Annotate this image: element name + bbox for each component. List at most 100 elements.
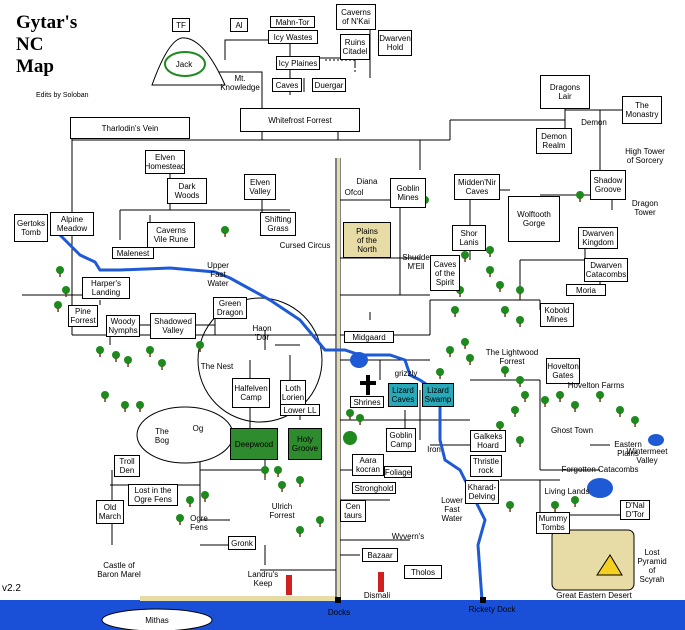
location-centaurs[interactable]: Cen taurs — [340, 500, 366, 522]
location-dragons-lair[interactable]: Dragons Lair — [540, 75, 590, 109]
location-tharlodins-vein[interactable]: Tharlodin's Vein — [70, 117, 190, 139]
location-dismali[interactable]: Dismali — [363, 590, 391, 600]
location-diana[interactable]: Diana — [356, 176, 378, 186]
location-bazaar[interactable]: Bazaar — [362, 548, 398, 562]
location-ogre-fens[interactable]: Ogre Fens — [190, 514, 208, 532]
location-dwarven-kingdom[interactable]: Dwarven Kingdom — [578, 227, 618, 249]
location-moria[interactable]: Moria — [566, 284, 606, 296]
location-living-lands[interactable]: Living Lands — [544, 486, 590, 496]
location-high-tower[interactable]: High Tower of Sorcery — [625, 147, 665, 165]
location-dnal-dtor[interactable]: D'Nal D'Tor — [620, 500, 650, 520]
location-shadow-groove[interactable]: Shadow Groove — [590, 170, 626, 200]
location-icy-plaines[interactable]: Icy Plaines — [276, 56, 320, 70]
dock-marker[interactable] — [335, 597, 341, 603]
location-shifting-grass[interactable]: Shifting Grass — [260, 212, 296, 236]
location-eastern-plains[interactable]: Eastern Plains — [614, 440, 642, 458]
location-shor-lanis[interactable]: Shor Lanis — [452, 225, 486, 251]
location-troll-den[interactable]: Troll Den — [114, 455, 140, 477]
location-caves[interactable]: Caves — [272, 78, 302, 92]
location-grizzly[interactable]: grizzly — [394, 368, 418, 378]
mithas-island[interactable] — [101, 608, 213, 630]
location-lizard-swamp[interactable]: Lizard Swamp — [422, 383, 454, 407]
location-cursed-circus[interactable]: Cursed Circus — [279, 240, 331, 250]
location-woody-nymphs[interactable]: Woody Nymphs — [106, 315, 140, 337]
location-shrines[interactable]: Shrines — [350, 396, 384, 408]
location-elven-valley[interactable]: Elven Valley — [244, 174, 276, 200]
location-shadowed-valley[interactable]: Shadowed Valley — [150, 313, 196, 339]
location-deepwood[interactable]: Deepwood — [230, 428, 278, 460]
location-great-eastern-desert[interactable]: Great Eastern Desert — [556, 590, 632, 600]
location-alpine-meadow[interactable]: Alpine Meadow — [50, 212, 94, 236]
location-tholos[interactable]: Tholos — [404, 565, 442, 579]
location-landrus-keep[interactable]: Landru's Keep — [247, 570, 279, 588]
location-the-nest[interactable]: The Nest — [200, 361, 234, 371]
location-plains-north[interactable]: Plains of the North — [343, 222, 391, 258]
location-demon-realm[interactable]: Demon Realm — [536, 128, 572, 154]
location-midgaard[interactable]: Midgaard — [344, 331, 394, 343]
location-tf[interactable]: TF — [172, 18, 190, 32]
location-lightwood[interactable]: The Lightwood Forrest — [485, 348, 539, 366]
location-docks[interactable]: Docks — [327, 607, 351, 617]
location-lost-ogre-fens[interactable]: Lost in the Ogre Fens — [128, 484, 178, 506]
location-malenest[interactable]: Malenest — [112, 247, 154, 259]
location-stronghold[interactable]: Stronghold — [352, 482, 396, 494]
location-upper-fast-water[interactable]: Upper Fast Water — [207, 260, 229, 288]
location-jack[interactable]: Jack — [175, 59, 193, 69]
location-caverns-vile-rune[interactable]: Caverns Vile Rune — [147, 222, 195, 248]
location-lower-fast-water[interactable]: Lower Fast Water — [441, 495, 463, 523]
location-elven-homestead[interactable]: Elven Homestead — [145, 150, 185, 174]
location-mahn-tor[interactable]: Mahn-Tor — [270, 16, 315, 28]
location-aara-kocran[interactable]: Aara kocran — [352, 454, 384, 476]
location-duergar[interactable]: Duergar — [312, 78, 346, 92]
location-lizard-caves[interactable]: Lizard Caves — [388, 383, 418, 407]
location-mummy-tombs[interactable]: Mummy Tombs — [536, 512, 570, 534]
location-ruins-citadel[interactable]: Ruins Citadel — [340, 34, 370, 60]
location-midennir-caves[interactable]: Midden'Nir Caves — [454, 174, 500, 200]
location-foliage[interactable]: Foliage — [384, 466, 412, 478]
dock-marker[interactable] — [480, 597, 486, 603]
location-hovelton-farms[interactable]: Hovelton Farms — [567, 380, 625, 390]
location-gertoks-tomb[interactable]: Gertoks Tomb — [14, 214, 48, 242]
location-the-bog[interactable]: The Bog — [154, 427, 170, 445]
great-eastern-desert-area[interactable] — [551, 529, 635, 591]
location-loth-lorien[interactable]: Loth Lorien — [280, 380, 306, 406]
location-lost-pyramid[interactable]: Lost Pyramid of Scyrah — [637, 548, 667, 584]
location-green-dragon[interactable]: Green Dragon — [213, 297, 247, 319]
location-the-monastry[interactable]: The Monastry — [622, 96, 662, 124]
location-whitefrost[interactable]: Whitefrost Forrest — [240, 108, 360, 132]
location-goblin-mines[interactable]: Goblin Mines — [390, 178, 426, 208]
location-icy-wastes[interactable]: Icy Wastes — [268, 30, 318, 44]
location-al[interactable]: Al — [230, 18, 248, 32]
location-halfelven-camp[interactable]: Halfelven Camp — [232, 378, 270, 408]
location-caves-spirit[interactable]: Caves of the Spirit — [430, 255, 460, 291]
location-haon-dor[interactable]: Haon 'Dor — [252, 324, 272, 342]
location-dwarven-hold[interactable]: Dwarven Hold — [378, 30, 412, 56]
location-wolftooth-gorge[interactable]: Wolftooth Gorge — [508, 196, 560, 242]
location-kharad-delving[interactable]: Kharad- Delving — [465, 480, 499, 504]
location-kobold-mines[interactable]: Kobold Mines — [540, 303, 574, 327]
location-gronk[interactable]: Gronk — [228, 536, 256, 550]
location-goblin-camp[interactable]: Goblin Camp — [386, 428, 416, 452]
location-rickety-dock[interactable]: Rickety Dock — [468, 604, 516, 614]
location-shudde-mell[interactable]: Shudde M'Ell — [402, 253, 430, 271]
location-mithas[interactable]: Mithas — [145, 615, 169, 625]
location-galkeks-hoard[interactable]: Galkeks Hoard — [470, 430, 506, 452]
location-wyverns[interactable]: Wyvern's — [391, 531, 425, 541]
location-demon[interactable]: Demon — [581, 117, 607, 127]
location-pine-forrest[interactable]: Pine Forrest — [68, 305, 98, 327]
location-dark-woods[interactable]: Dark Woods — [167, 178, 207, 204]
location-forgotten-catacombs[interactable]: Forgotten Catacombs — [561, 464, 639, 474]
location-lower-ll[interactable]: Lower LL — [280, 404, 320, 416]
location-og[interactable]: Og — [192, 423, 204, 433]
location-caverns-nkai[interactable]: Caverns of N'Kai — [336, 4, 376, 30]
location-old-march[interactable]: Old March — [96, 500, 124, 524]
location-ofcol[interactable]: Ofcol — [344, 187, 364, 197]
location-ulrich-forrest[interactable]: Ulrich Forrest — [269, 502, 295, 520]
location-holy-groove[interactable]: Holy Groove — [288, 428, 322, 460]
location-iron[interactable]: Iron — [427, 444, 441, 454]
location-mt-knowledge[interactable]: Mt. Knowledge — [220, 74, 260, 92]
location-hovelton[interactable]: Hovelton Gates — [546, 358, 580, 384]
location-ghost-town[interactable]: Ghost Town — [550, 425, 594, 435]
location-dragon-tower[interactable]: Dragon Tower — [631, 199, 659, 217]
location-thristle-rock[interactable]: Thristle rock — [470, 455, 502, 477]
